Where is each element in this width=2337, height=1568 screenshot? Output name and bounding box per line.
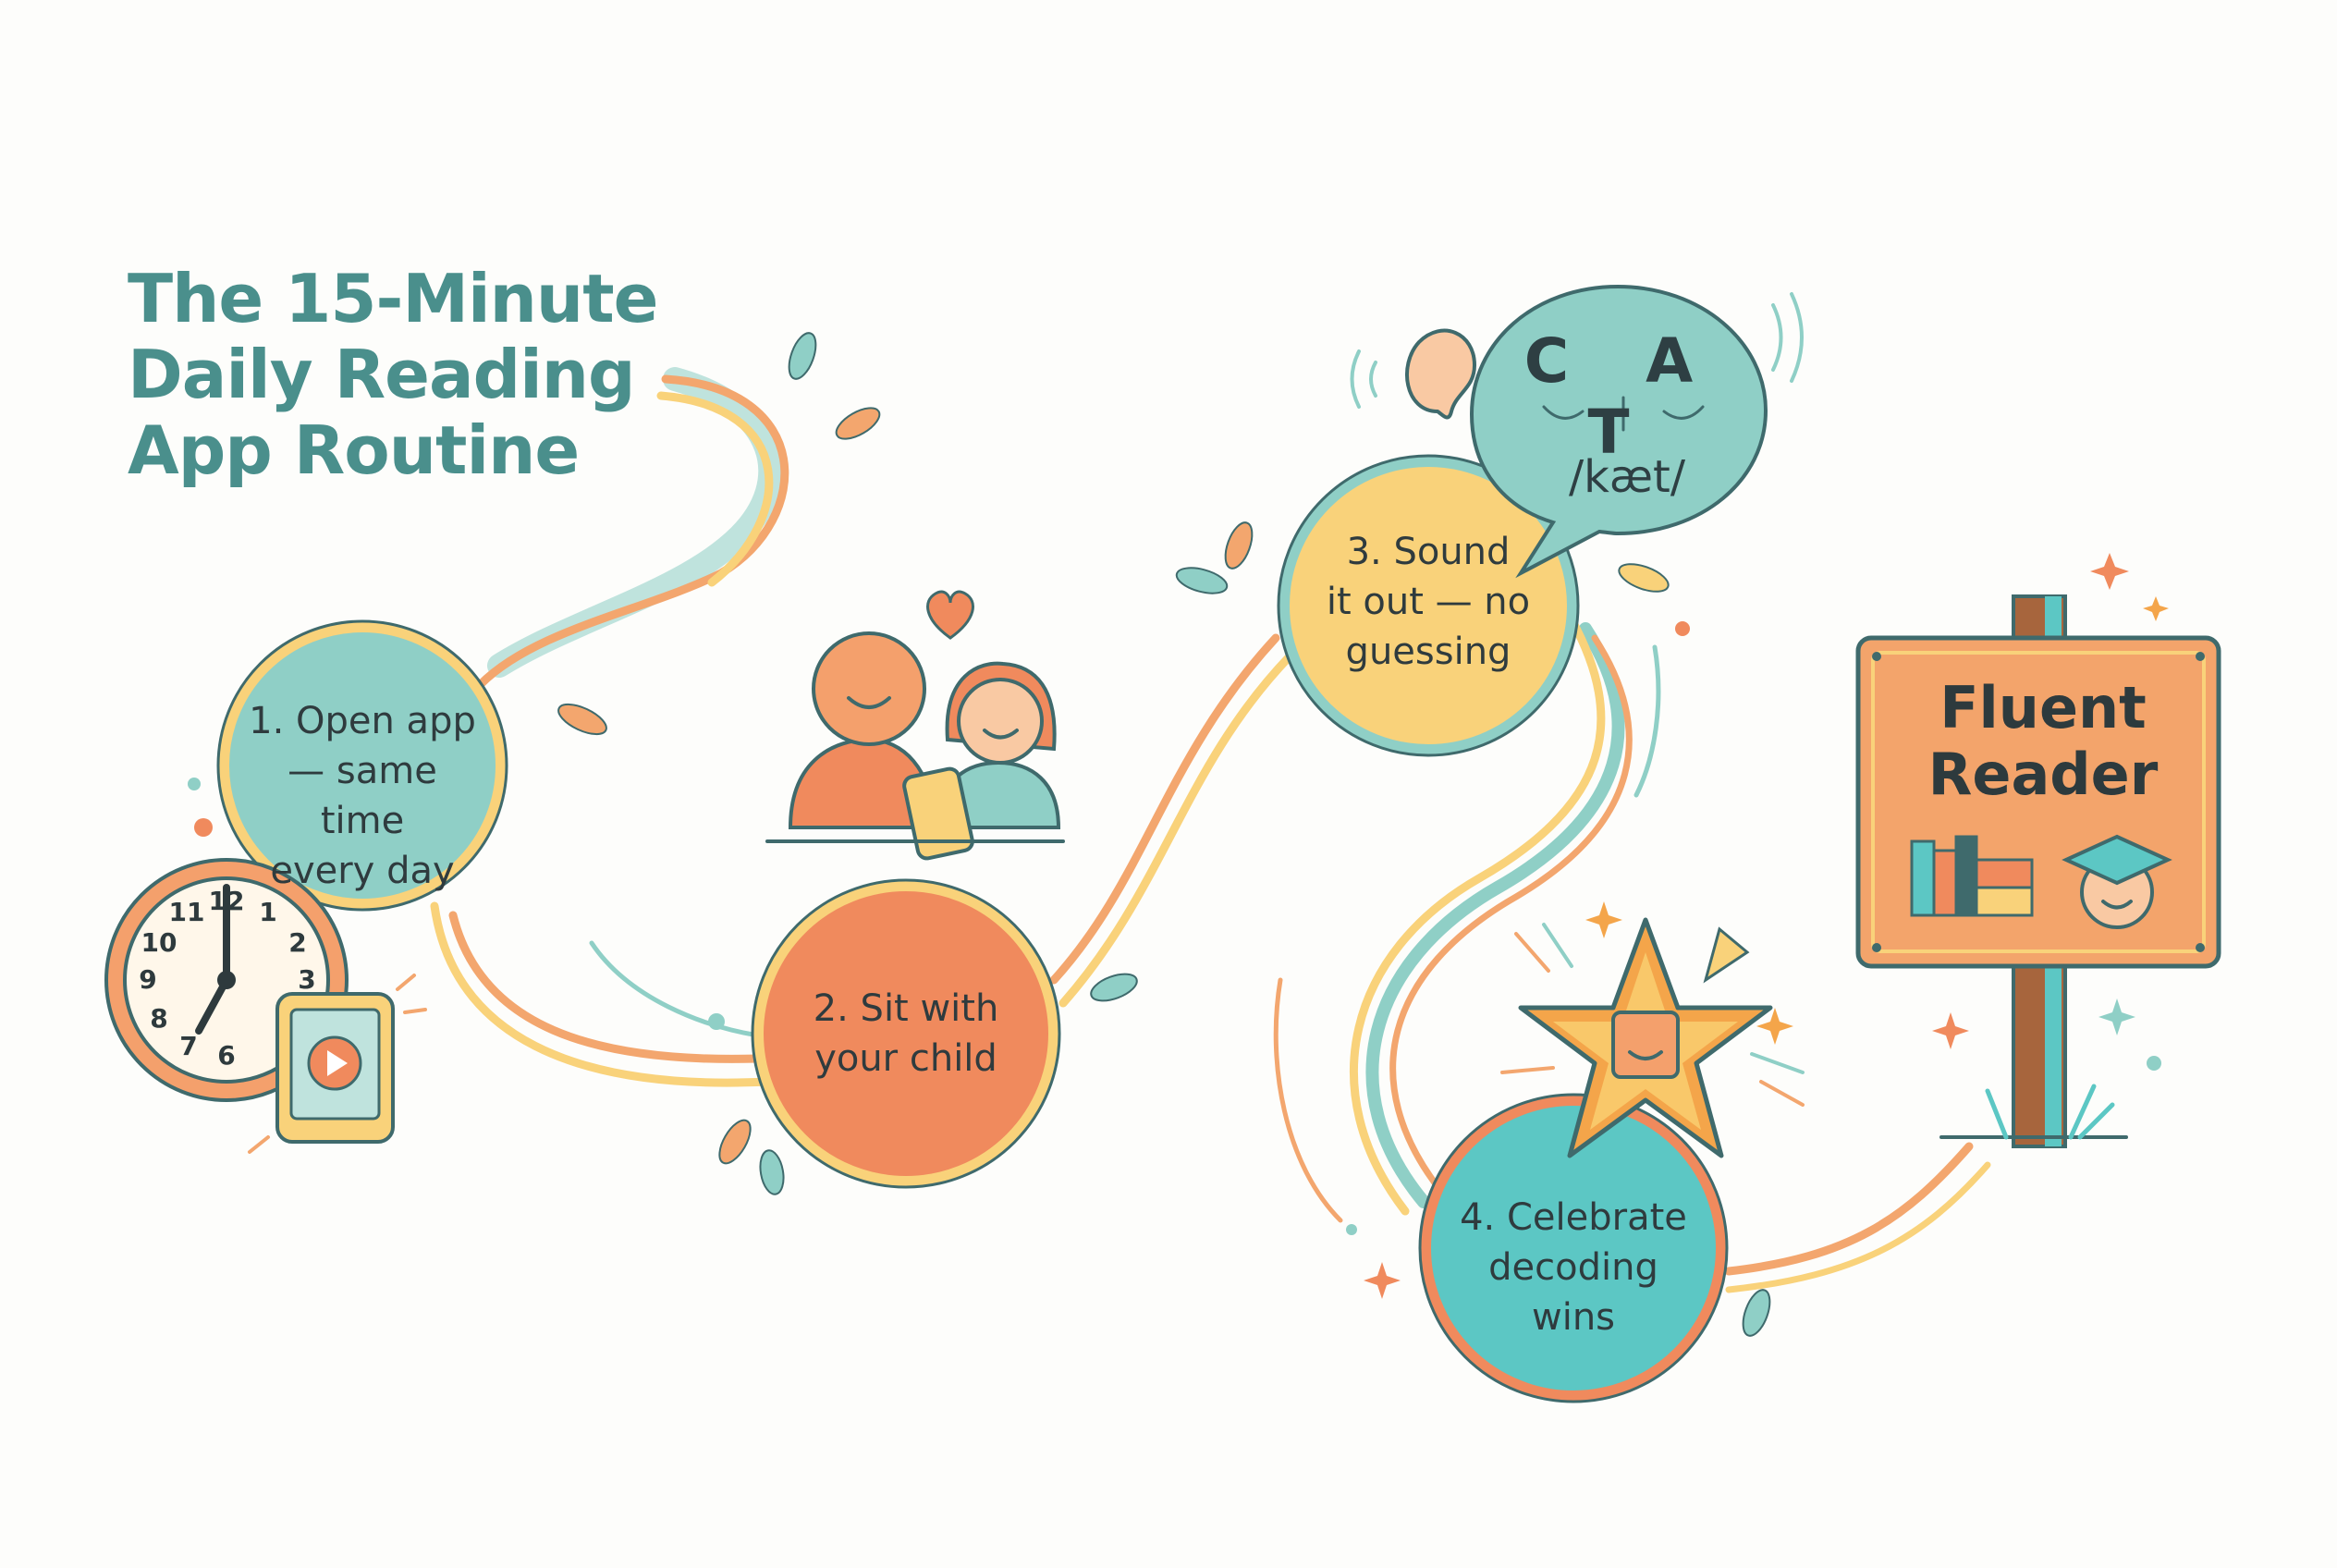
step-1-circle (216, 619, 508, 912)
step-4-line-3: wins (1531, 1296, 1616, 1339)
sign-label: Fluent Reader (1858, 675, 2228, 808)
sign-line-1: Fluent (1939, 674, 2147, 741)
step-2-line-2: your child (814, 1037, 997, 1080)
decoration-sparkles (188, 553, 2169, 1299)
page-title: The 15-Minute Daily Reading App Routine (128, 260, 658, 489)
clock-numeral-9: 9 (139, 964, 157, 995)
clock-numeral-10: 10 (141, 927, 177, 958)
clock-numeral-8: 8 (150, 1003, 168, 1034)
winding-path (430, 367, 1991, 1293)
tablet-play-icon (248, 974, 427, 1154)
step-4-circle (1418, 1093, 1729, 1403)
step-1-line-2: — same time (288, 750, 437, 842)
clock-numeral-2: 2 (288, 927, 307, 958)
clock-numeral-12: 12 (208, 886, 245, 916)
sign-line-2: Reader (1927, 741, 2159, 808)
step-3-line-1: 3. Sound (1346, 531, 1511, 573)
heart-icon (926, 590, 974, 640)
speech-bubble-letters: C A T (1523, 325, 1721, 468)
title-line-2: Daily Reading (128, 336, 636, 413)
step-4-line-2: decoding (1488, 1246, 1658, 1289)
decoration-leaves (557, 332, 1771, 1337)
step-2-line-1: 2. Sit with (813, 987, 999, 1030)
step-3-label: 3. Sound it out — no guessing (1313, 527, 1544, 677)
clock-numeral-7: 7 (179, 1031, 198, 1061)
parent-child-icon (765, 631, 1065, 861)
clock-numeral-11: 11 (168, 897, 205, 927)
speech-bubble-phonetic: /kæt/ (1568, 451, 1686, 503)
step-1-label: 1. Open app — same time every day (242, 696, 483, 896)
speech-bubble-icon (1469, 284, 1804, 579)
title-line-3: App Routine (128, 411, 580, 489)
step-3-line-2: it out — no (1326, 581, 1531, 623)
graduate-icon (2062, 834, 2172, 929)
step-4-label: 4. Celebrate decoding wins (1453, 1193, 1694, 1342)
books-icon (1910, 835, 2034, 917)
step-3-line-3: guessing (1345, 631, 1511, 673)
clock-numeral-1: 1 (259, 897, 277, 927)
clock-numeral-3: 3 (298, 964, 316, 995)
clock-numeral-6: 6 (217, 1040, 236, 1071)
step-3-circle (1277, 454, 1580, 757)
title-line-1: The 15-Minute (128, 260, 658, 337)
step-4-line-1: 4. Celebrate (1460, 1196, 1687, 1239)
step-1-line-3: every day (270, 850, 455, 892)
star-book-icon (1500, 901, 1805, 1158)
step-2-label: 2. Sit with your child (795, 984, 1017, 1084)
step-2-circle (751, 878, 1061, 1189)
step-1-line-1: 1. Open app (249, 700, 476, 742)
ear-icon (1350, 328, 1477, 420)
